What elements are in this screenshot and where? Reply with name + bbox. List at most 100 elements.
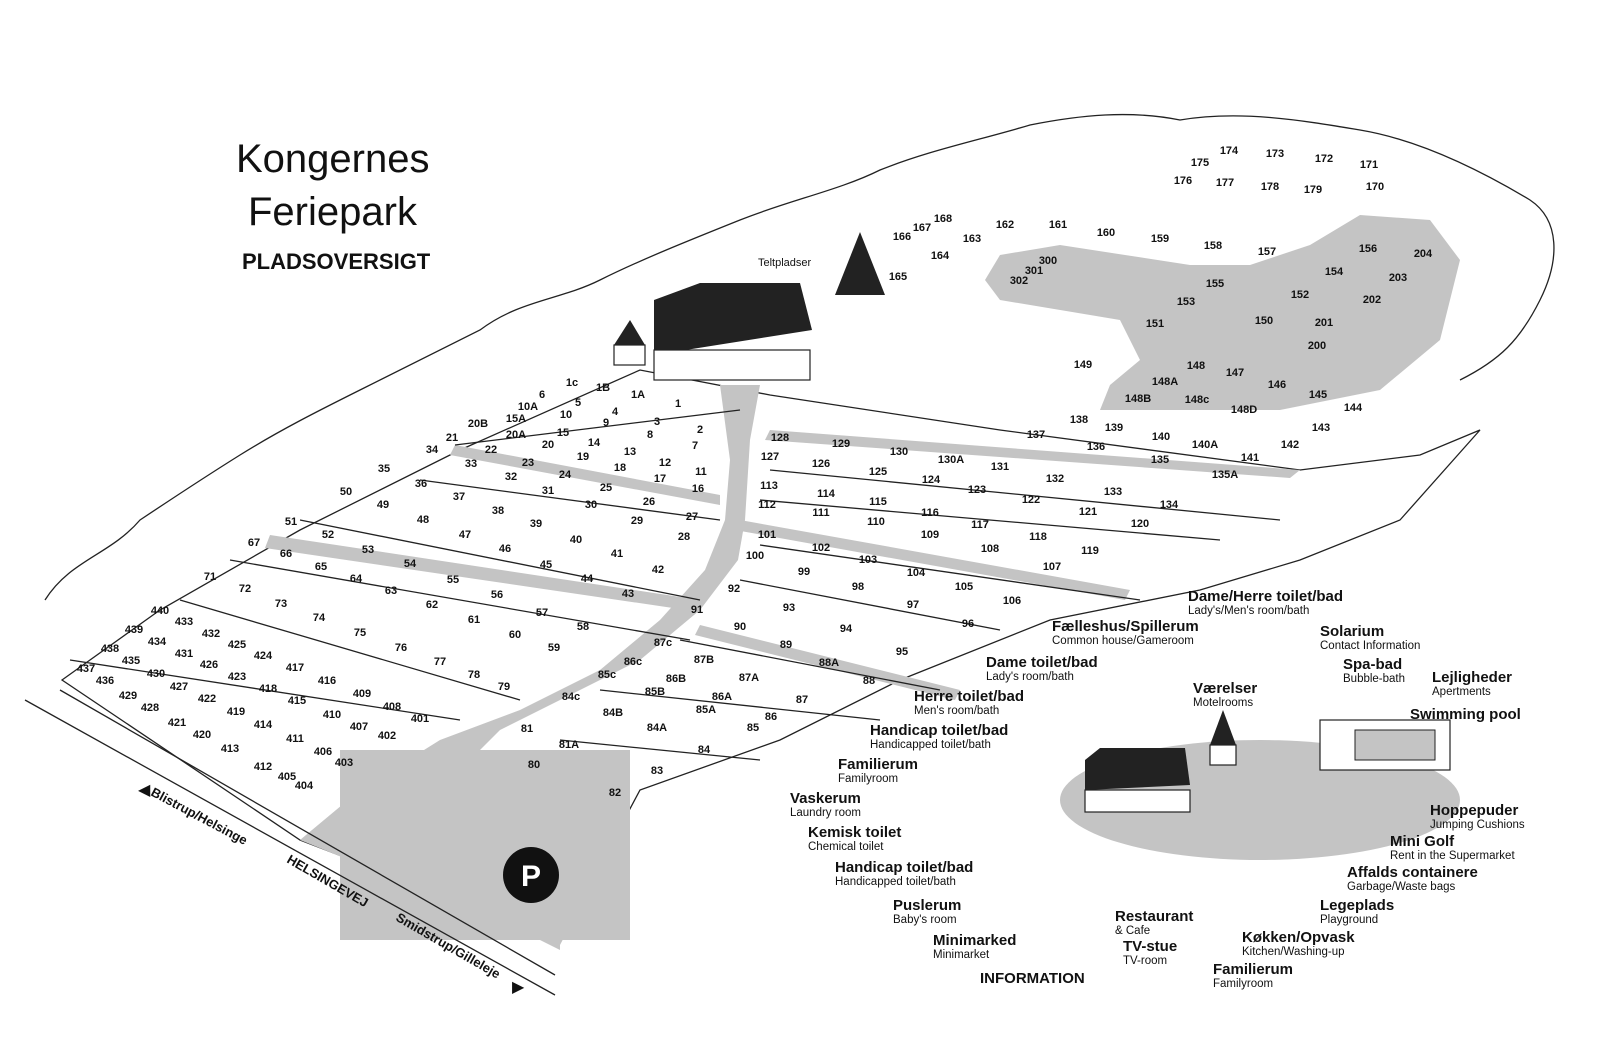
pitch-number: 87A [739, 672, 759, 684]
pitch-number: 117 [971, 519, 989, 531]
pitch-number: 78 [468, 669, 480, 681]
pitch-number: 416 [318, 675, 336, 687]
parking-symbol: P [521, 860, 541, 893]
pitch-number: 135A [1212, 469, 1238, 481]
pitch-number: 151 [1146, 318, 1164, 330]
pitch-number: 136 [1087, 441, 1105, 453]
pitch-number: 39 [530, 518, 542, 530]
pitch-number: 125 [869, 466, 887, 478]
pitch-number: 420 [193, 729, 211, 741]
facility-label: Restaurant& Cafe [1115, 908, 1193, 937]
pitch-number: 422 [198, 693, 216, 705]
pitch-number: 11 [695, 466, 707, 478]
pitch-number: 424 [254, 650, 273, 662]
pitch-number: 52 [322, 529, 334, 541]
facility-label-main: Restaurant [1115, 908, 1193, 925]
pitch-number: 300 [1039, 255, 1057, 267]
pitch-number: 66 [280, 548, 292, 560]
pitch-number: 32 [505, 471, 517, 483]
pitch-number: 427 [170, 681, 188, 693]
facility-label-sub: Apertments [1432, 686, 1491, 698]
pitch-number: 436 [96, 675, 114, 687]
pitch-number: 24 [559, 469, 572, 481]
reception-building-top [613, 232, 885, 381]
pitch-number: 147 [1226, 367, 1244, 379]
pitch-number: 73 [275, 598, 287, 610]
row-road-1 [765, 430, 1300, 478]
pitch-number: 86c [624, 656, 642, 668]
pitch-number: 20B [468, 418, 488, 430]
pitch-number: 139 [1105, 422, 1123, 434]
pitch-number: 14 [588, 437, 601, 449]
pitch-number: 176 [1174, 175, 1192, 187]
pitch-number: 6 [539, 389, 545, 401]
pitch-number: 119 [1081, 545, 1099, 557]
pitch-number: 97 [907, 599, 919, 611]
pitch-number: 84c [562, 691, 580, 703]
facility-label-sub: Motelrooms [1193, 697, 1253, 709]
pitch-number: 26 [643, 496, 655, 508]
map-title-line2: Feriepark [248, 190, 418, 234]
pitch-number: 20A [506, 429, 526, 441]
park-boundary [60, 369, 1481, 941]
pitch-number: 406 [314, 746, 332, 758]
pitch-number: 99 [798, 566, 810, 578]
facility-label-sub: Laundry room [790, 807, 861, 819]
pitch-number: 143 [1312, 422, 1330, 434]
pitch-number: 425 [228, 639, 246, 651]
pitch-number: 426 [200, 659, 218, 671]
pitch-number: 160 [1097, 227, 1115, 239]
pitch-number: 141 [1241, 452, 1259, 464]
treeline [44, 113, 1555, 601]
pitch-number: 161 [1049, 219, 1067, 231]
pitch-number: 3 [654, 416, 660, 428]
map-subtitle: PLADSOVERSIGT [242, 249, 431, 274]
pitch-number: 42 [652, 564, 664, 576]
pitch-number: 140A [1192, 439, 1218, 451]
pitch-number: 10 [560, 409, 572, 421]
pitch-number: 111 [812, 507, 829, 519]
pitch-number: 109 [921, 529, 939, 541]
pitch-number: 13 [624, 446, 636, 458]
pitch-number: 87 [796, 694, 808, 706]
facility-label-main: Køkken/Opvask [1242, 929, 1355, 946]
pitch-number: 85B [645, 686, 665, 698]
facility-label-main: Hoppepuder [1430, 802, 1518, 819]
pitch-number: 170 [1366, 181, 1384, 193]
pitch-number: 115 [869, 496, 887, 508]
pitch-number: 80 [528, 759, 540, 771]
pitch-number: 429 [119, 690, 137, 702]
pitch-number: 204 [1414, 248, 1433, 260]
pitch-number: 165 [889, 271, 907, 283]
pitch-number: 36 [415, 478, 427, 490]
pitch-number: 134 [1160, 499, 1179, 511]
pitch-number: 53 [362, 544, 374, 556]
pitch-number: 40 [570, 534, 582, 546]
pitch-number: 49 [377, 499, 389, 511]
parking-area [340, 750, 630, 940]
reception-building-inset [1084, 710, 1451, 813]
pitch-number: 200 [1308, 340, 1326, 352]
pitch-number: 64 [350, 573, 363, 585]
facility-label-sub: Minimarket [933, 949, 990, 961]
facility-label-sub: Baby's room [893, 914, 957, 926]
pitch-number: 84 [698, 744, 711, 756]
pitch-number: 419 [227, 706, 245, 718]
pitch-number: 108 [981, 543, 999, 555]
pitch-number: 47 [459, 529, 471, 541]
pitch-number: 102 [812, 542, 830, 554]
pitch-number: 88A [819, 657, 839, 669]
pitch-number: 123 [968, 484, 986, 496]
pitch-number: 105 [955, 581, 973, 593]
pitch-number: 37 [453, 491, 465, 503]
pitch-number: 121 [1079, 506, 1097, 518]
